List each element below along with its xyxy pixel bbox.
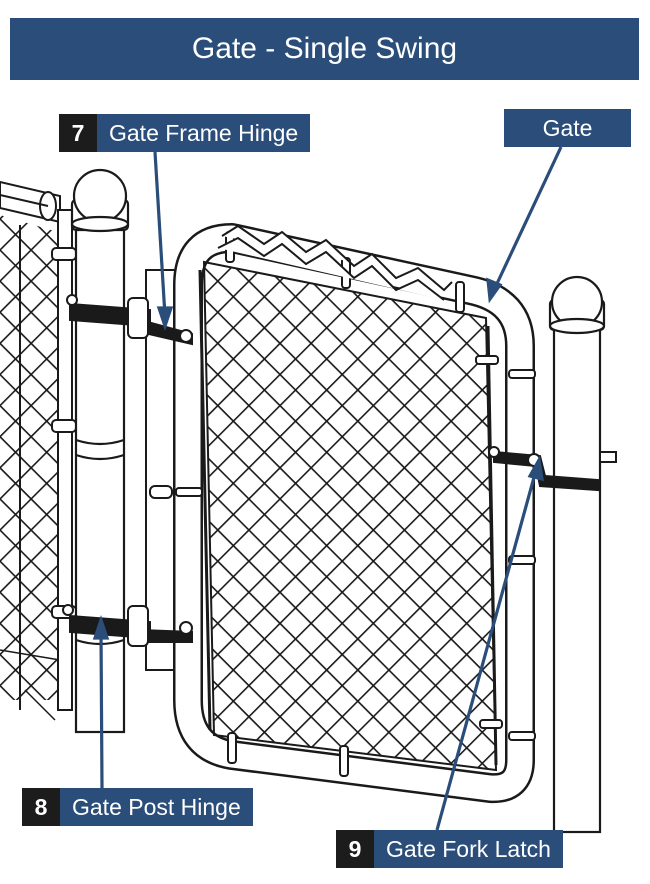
frame-hinge-label: Gate Frame Hinge <box>97 114 311 152</box>
fork-latch-number: 9 <box>336 830 374 868</box>
top-rail <box>0 180 61 224</box>
post-hinge-callout: 8 Gate Post Hinge <box>22 788 253 826</box>
leader-lines <box>92 146 563 831</box>
gate-callout-label: Gate <box>542 114 593 141</box>
frame-hinge-callout: 7 Gate Frame Hinge <box>59 114 311 152</box>
left-fence-mesh <box>0 215 68 721</box>
top-knuckles <box>217 224 453 301</box>
post-hinge-label: Gate Post Hinge <box>60 788 253 826</box>
line-post-left <box>51 209 77 711</box>
lower-hinge <box>62 604 193 647</box>
fork-latch-callout: 9 Gate Fork Latch <box>336 830 563 868</box>
post-hinge-number: 8 <box>22 788 60 826</box>
frame-hinge-number: 7 <box>59 114 97 152</box>
frame-bands <box>175 231 536 777</box>
gate-frame <box>173 223 535 804</box>
upper-hinge <box>66 294 193 346</box>
latch-post <box>548 275 615 834</box>
fork-latch-label: Gate Fork Latch <box>374 830 563 868</box>
fork-latch <box>488 446 617 492</box>
gate-callout: Gate <box>504 109 631 147</box>
title-banner: Gate - Single Swing <box>10 18 639 80</box>
page-title: Gate - Single Swing <box>191 32 458 65</box>
